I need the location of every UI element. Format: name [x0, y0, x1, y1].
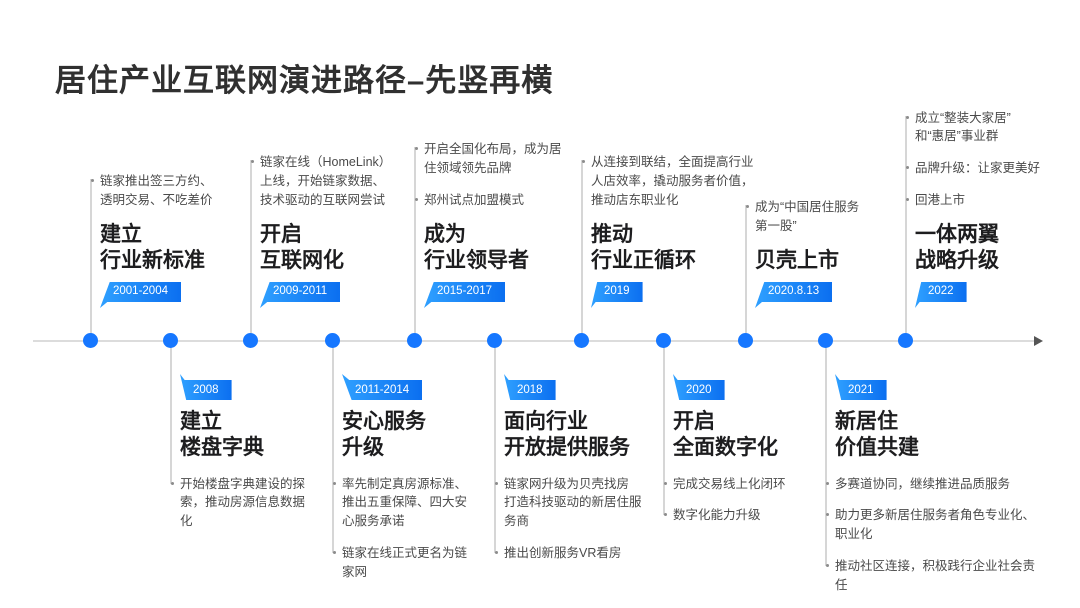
milestone-note: 链家推出签三方约、 透明交易、不吃差价: [90, 172, 220, 210]
period-badge: 2020: [673, 374, 725, 400]
milestone-below-4: 2020 开启 全面数字化完成交易线上化闭环数字化能力升级: [663, 342, 803, 525]
stem-line: [494, 342, 496, 553]
milestone-title: 一体两翼 战略升级: [915, 222, 999, 272]
milestone-below-2: 2011-2014 安心服务 升级率先制定真房源标准、 推出五重保障、四大安 心服…: [332, 342, 472, 581]
stem-line: [581, 160, 583, 340]
milestone-above-1: 链家推出签三方约、 透明交易、不吃差价建立 行业新标准 2001-2004: [90, 172, 220, 340]
milestone-note: 完成交易线上化闭环: [663, 475, 803, 494]
stem-line: [332, 342, 334, 553]
period-badge: 2008: [180, 374, 232, 400]
milestone-note: 开启全国化布局，成为居 住领域领先品牌: [414, 140, 569, 178]
milestone-note: 链家在线正式更名为链 家网: [332, 544, 472, 582]
stem-line: [90, 179, 92, 340]
milestone-note: 数字化能力升级: [663, 506, 803, 525]
milestone-title: 建立 行业新标准: [100, 222, 205, 272]
milestone-above-5: 成为“中国居住服务 第一股” 贝壳上市 2020.8.13: [745, 198, 875, 340]
timeline-node: [406, 333, 422, 348]
period-badge: 2020.8.13: [755, 282, 833, 308]
stem-line: [663, 342, 665, 515]
milestone-above-6: 成立“整装大家居” 和“惠居”事业群品牌升级：让家更美好回港上市一体两翼 战略升…: [905, 109, 1075, 340]
milestone-title: 安心服务 升级: [342, 410, 426, 460]
timeline-node: [486, 333, 502, 348]
milestone-note: 推出创新服务VR看房: [494, 544, 654, 563]
timeline-node: [737, 333, 753, 348]
timeline-node: [897, 333, 913, 348]
period-badge: 2015-2017: [424, 282, 505, 308]
milestone-note: 成立“整装大家居” 和“惠居”事业群: [905, 109, 1075, 147]
timeline-node: [655, 333, 671, 348]
period-badge: 2022: [915, 282, 967, 308]
period-badge: 2001-2004: [100, 282, 181, 308]
milestone-above-3: 开启全国化布局，成为居 住领域领先品牌郑州试点加盟模式成为 行业领导者 2015-…: [414, 140, 569, 340]
timeline-axis: [33, 340, 1036, 342]
page-title: 居住产业互联网演进路径–先竖再横: [55, 63, 554, 98]
period-badge: 2019: [591, 282, 643, 308]
milestone-below-1: 2008 建立 楼盘字典开始楼盘字典建设的探 索，推动房源信息数据 化: [170, 342, 310, 531]
stem-line: [250, 160, 252, 340]
milestone-note: 开始楼盘字典建设的探 索，推动房源信息数据 化: [170, 475, 310, 531]
timeline-node: [162, 333, 178, 348]
milestone-note: 推动社区连接，积极践行企业社会责 任: [825, 557, 1050, 595]
milestone-title: 建立 楼盘字典: [180, 410, 264, 460]
timeline-node: [82, 333, 98, 348]
milestone-title: 推动 行业正循环: [591, 222, 696, 272]
timeline-node: [573, 333, 589, 348]
milestone-below-5: 2021 新居住 价值共建多赛道协同，继续推进品质服务助力更多新居住服务者角色专业…: [825, 342, 1050, 594]
period-badge: 2011-2014: [342, 374, 423, 400]
milestone-note: 郑州试点加盟模式: [414, 191, 569, 210]
milestone-title: 开启 互联网化: [260, 222, 344, 272]
timeline-node: [324, 333, 340, 348]
milestone-note: 品牌升级：让家更美好: [905, 159, 1075, 178]
milestone-title: 开启 全面数字化: [673, 410, 778, 460]
timeline-arrow-icon: [1034, 336, 1043, 346]
milestone-note: 成为“中国居住服务 第一股”: [745, 198, 875, 236]
milestone-note: 多赛道协同，继续推进品质服务: [825, 475, 1050, 494]
period-badge: 2021: [835, 374, 887, 400]
stem-line: [745, 205, 747, 340]
milestone-title: 贝壳上市: [755, 248, 839, 272]
stem-line: [170, 342, 172, 484]
milestone-below-3: 2018 面向行业 开放提供服务链家网升级为贝壳找房 打造科技驱动的新居住服 务商…: [494, 342, 654, 563]
milestone-above-4: 从连接到联结，全面提高行业 人店效率，撬动服务者价值， 推动店东职业化推动 行业…: [581, 153, 766, 340]
milestone-note: 链家在线（HomeLink） 上线，开始链家数据、 技术驱动的互联网尝试: [250, 153, 400, 209]
timeline-node: [817, 333, 833, 348]
milestone-title: 面向行业 开放提供服务: [504, 410, 630, 460]
milestone-above-2: 链家在线（HomeLink） 上线，开始链家数据、 技术驱动的互联网尝试开启 互…: [250, 153, 400, 340]
timeline-node: [242, 333, 258, 348]
milestone-note: 率先制定真房源标准、 推出五重保障、四大安 心服务承诺: [332, 475, 472, 531]
milestone-note: 助力更多新居住服务者角色专业化、 职业化: [825, 506, 1050, 544]
milestone-title: 成为 行业领导者: [424, 222, 529, 272]
milestone-note: 从连接到联结，全面提高行业 人店效率，撬动服务者价值， 推动店东职业化: [581, 153, 766, 209]
milestone-note: 回港上市: [905, 191, 1075, 210]
milestone-title: 新居住 价值共建: [835, 410, 919, 460]
period-badge: 2009-2011: [260, 282, 341, 308]
milestone-note: 链家网升级为贝壳找房 打造科技驱动的新居住服 务商: [494, 475, 654, 531]
stem-line: [905, 115, 907, 340]
stem-line: [825, 342, 827, 566]
period-badge: 2018: [504, 374, 556, 400]
stem-line: [414, 147, 416, 340]
